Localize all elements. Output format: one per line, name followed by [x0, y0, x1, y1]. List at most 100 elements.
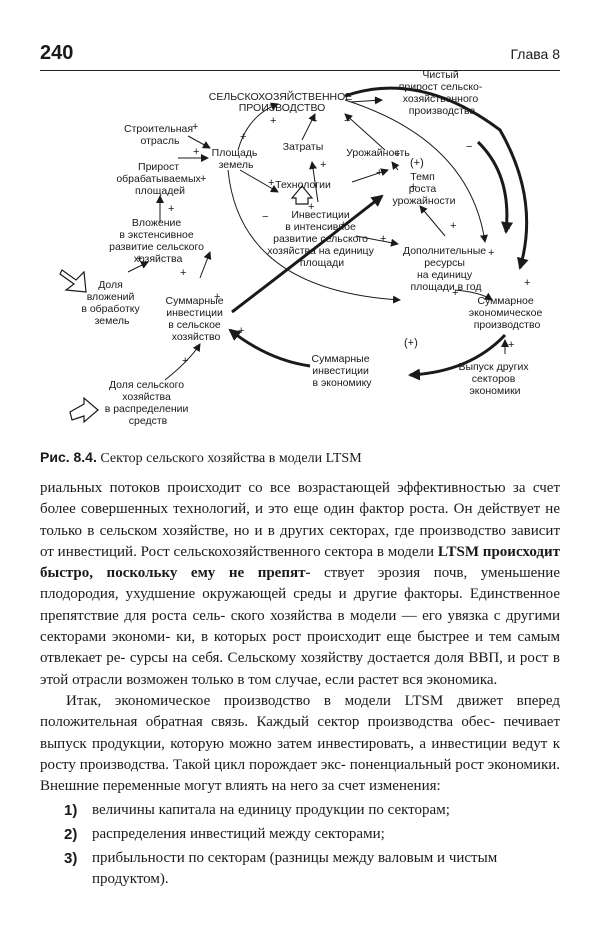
diagram-labels: СЕЛЬСКОХОЗЯЙСТВЕННОЕ ПРОИЗВОДСТВО Чистый…	[81, 69, 546, 427]
svg-text:+: +	[308, 201, 314, 213]
svg-text:+: +	[380, 233, 386, 245]
share-land-input-icon	[59, 269, 87, 293]
svg-text:+: +	[182, 355, 188, 367]
page-number: 240	[40, 42, 74, 64]
svg-text:+: +	[410, 181, 416, 193]
node-extensive: Вложение в экстенсивное развитие сельско…	[109, 217, 207, 265]
page-header: 240 Глава 8	[40, 40, 560, 71]
arrow-yieldrate-to-yield	[391, 161, 400, 171]
svg-text:+: +	[394, 148, 400, 160]
list-text: распределения инвестиций между секторами…	[92, 826, 385, 842]
node-costs: Затраты	[283, 141, 324, 153]
arrow-additional-to-yieldrate	[419, 205, 446, 237]
svg-text:+: +	[452, 287, 458, 299]
svg-text:+: +	[488, 247, 494, 259]
svg-text:−: −	[344, 115, 350, 127]
arrow-econinvest-to-totalagri	[228, 328, 311, 368]
svg-text:+: +	[268, 177, 274, 189]
list-number: 1)	[64, 802, 78, 819]
hollow-input-arrows	[59, 185, 314, 424]
svg-text:+: +	[193, 146, 199, 158]
svg-text:+: +	[376, 167, 382, 179]
list-text: прибыльности по секторам (разницы между …	[92, 850, 498, 887]
arrow-costs-to-prod	[301, 113, 316, 141]
list-item: 3) прибыльности по секторам (разницы меж…	[40, 848, 560, 890]
technologies-hollow-arrow-icon	[290, 185, 314, 205]
arrow-tech-to-yieldrate	[351, 168, 389, 183]
svg-text:+: +	[180, 267, 186, 279]
svg-text:+: +	[340, 219, 346, 231]
node-yield-rate: Темп роста урожайности	[393, 171, 456, 207]
node-share-land: Доля вложений в обработку земель	[81, 279, 142, 327]
node-cultivated-growth: Прирост обрабатываемых площадей	[116, 161, 203, 197]
arrow-netgrowth-to-econprod	[476, 140, 514, 234]
list-number: 2)	[64, 826, 78, 843]
arrow-construction-to-area	[187, 135, 211, 149]
emphasis: LTSM происходит быстро, поскольку ему не…	[40, 543, 560, 582]
svg-text:+: +	[508, 339, 514, 351]
svg-text:+: +	[504, 223, 510, 235]
body-text: риальных потоков происходит со все возра…	[40, 478, 560, 797]
arrow-additional-to-econprod	[454, 289, 493, 301]
svg-text:+: +	[136, 253, 142, 265]
arrow-totalagri-to-extensive	[199, 251, 212, 279]
arrow-prod-to-additional	[344, 99, 488, 243]
svg-text:+: +	[168, 203, 174, 215]
arrow-shareagri-to-totalagri	[164, 343, 201, 381]
svg-text:+: +	[214, 291, 220, 303]
svg-text:+: +	[240, 131, 246, 143]
arrow-intensive-to-costs	[309, 161, 319, 203]
svg-text:+: +	[192, 121, 198, 133]
chapter-title: Глава 8	[510, 46, 561, 62]
node-total-econ-invest: Суммарные инвестиции в экономику	[312, 353, 373, 389]
svg-text:+: +	[372, 95, 378, 107]
paragraph-1: риальных потоков происходит со все возра…	[40, 480, 561, 688]
node-intensive: Инвестиции в интенсивное развитие сельск…	[267, 209, 377, 269]
node-construction: Строительная отрасль	[124, 123, 196, 147]
svg-text:−: −	[311, 115, 317, 127]
node-technologies: Технологии	[275, 179, 331, 191]
node-other-sectors: Выпуск других секторов экономики	[458, 361, 531, 397]
arrow-econprod-loop	[344, 86, 529, 270]
numbered-list: 1) величины капитала на единицу продукци…	[40, 800, 560, 893]
loop-marker-upper: (+)	[410, 157, 424, 169]
loop-marker-lower: (+)	[404, 337, 418, 349]
svg-text:+: +	[238, 325, 244, 337]
list-item: 1) величины капитала на единицу продукци…	[40, 800, 560, 821]
svg-text:+: +	[200, 173, 206, 185]
node-yield: Урожайность	[346, 147, 410, 159]
svg-text:−: −	[262, 211, 268, 223]
paragraph-2: Итак, экономическое производство в модел…	[40, 692, 561, 795]
node-net-growth: Чистый прирост сельско- хозяйственного п…	[399, 69, 486, 117]
link-signs: + + − − + + + + + + + + + + − + + + − + + + + + + + + + + +	[136, 95, 530, 367]
node-total-agri-invest: Суммарные инвестиции в сельское хозяйств…	[166, 295, 227, 343]
svg-text:+: +	[320, 159, 326, 171]
arrow-area-loop	[227, 169, 401, 304]
svg-text:+: +	[524, 277, 530, 289]
node-area: Площадь земель	[212, 147, 261, 171]
arrow-shareland-to-extensive	[127, 261, 149, 273]
figure-caption: Рис. 8.4. Сектор сельского хозяйства в м…	[40, 449, 560, 467]
figure-caption-text: Сектор сельского хозяйства в модели LTSM	[100, 451, 362, 466]
figure-label: Рис. 8.4.	[40, 449, 97, 465]
svg-text:+: +	[450, 220, 456, 232]
thick-arrows	[228, 86, 529, 381]
svg-text:+: +	[270, 115, 276, 127]
arrow-prod-to-netgrowth	[349, 96, 383, 105]
share-agri-input-icon	[69, 396, 99, 424]
node-agri-production: СЕЛЬСКОХОЗЯЙСТВЕННОЕ ПРОИЗВОДСТВО	[209, 90, 356, 114]
list-item: 2) распределения инвестиций между сектор…	[40, 824, 560, 845]
causal-loop-diagram: + + − − + + + + + + + + + + − + + + − + + + + + + + + + + +	[59, 86, 530, 424]
arrow-area-to-technologies	[239, 169, 279, 193]
arrow-totalagri-to-intensive	[231, 194, 384, 314]
node-additional-resources: Дополнительные ресурсы на единицу площад…	[403, 245, 489, 293]
list-number: 3)	[64, 850, 78, 867]
list-text: величины капитала на единицу продукции п…	[92, 802, 450, 818]
arrow-area-to-prod	[237, 102, 279, 151]
arrow-yield-to-prod	[344, 113, 386, 151]
arrow-intensive-to-additional	[355, 235, 399, 247]
node-share-agri: Доля сельского хозяйства в распределении…	[105, 379, 192, 427]
node-total-econ-prod: Суммарное экономическое производство	[469, 295, 546, 331]
svg-text:−: −	[466, 141, 472, 153]
arrow-econprod-to-econinvest	[408, 333, 507, 381]
